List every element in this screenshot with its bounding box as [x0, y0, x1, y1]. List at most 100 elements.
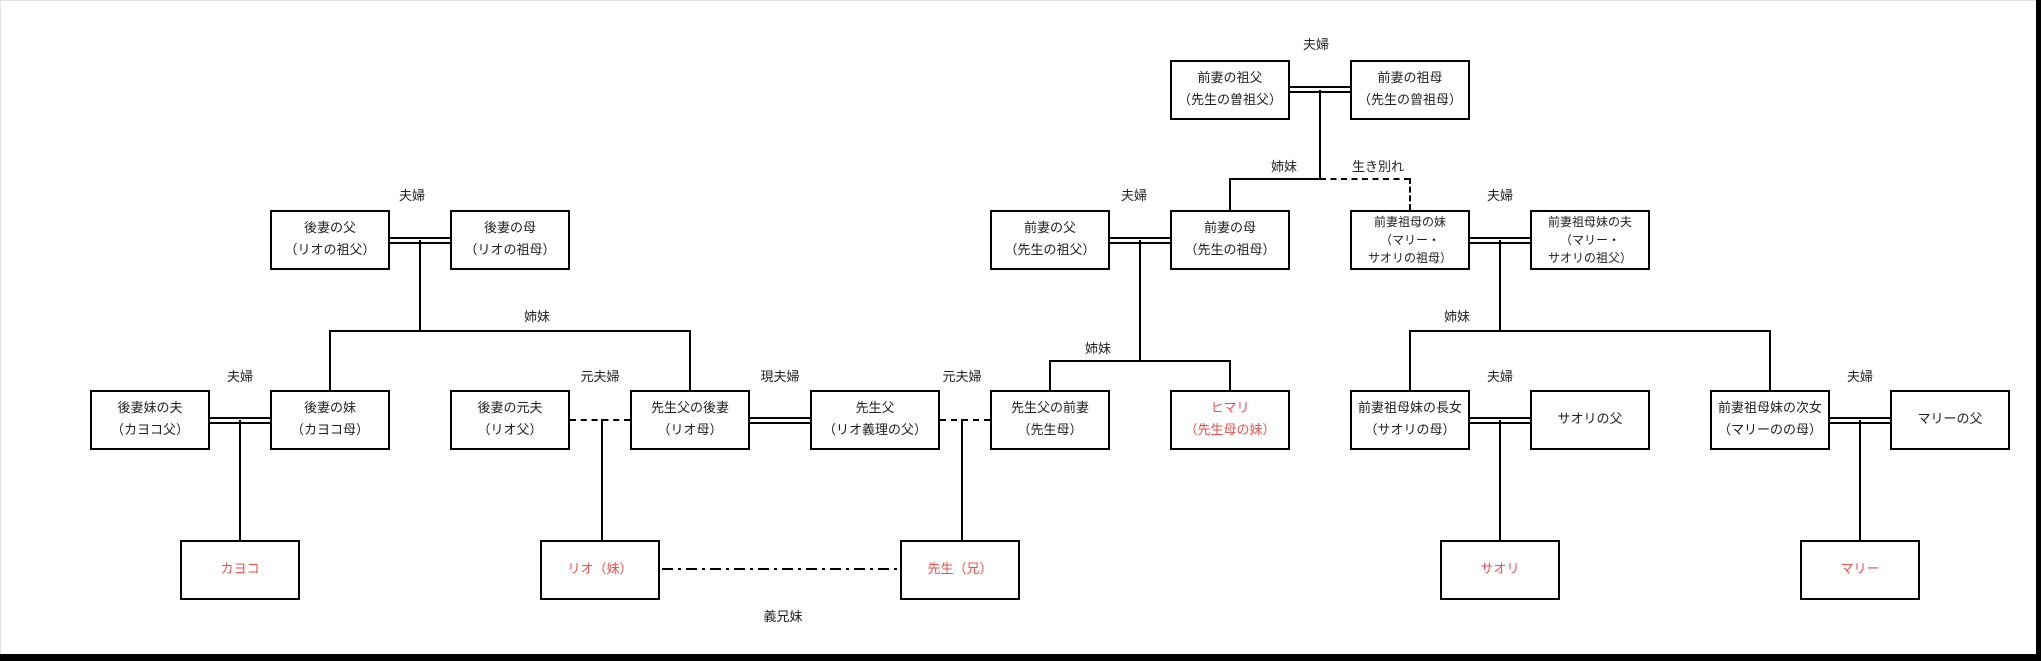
node-line: （カヨコ母）	[290, 423, 369, 438]
node-line: （リオ義理の父）	[822, 423, 927, 438]
node-line: サオリの祖母）	[1367, 251, 1452, 265]
edge-label-gen-fufu: 現夫婦	[760, 370, 800, 385]
node-sensei-chichi-no-zensai[interactable]: 先生父の前妻 （先生母）	[990, 390, 1110, 450]
node-saori-no-chichi[interactable]: サオリの父	[1530, 390, 1650, 450]
node-zensai-sobo-imouto-no-jijo[interactable]: 前妻祖母妹の次女 （マリーのの母）	[1710, 390, 1830, 450]
edge-label-gikyodai: 義兄妹	[763, 610, 803, 625]
connector-to-sensei-haha	[1049, 360, 1051, 390]
node-line: サオリの父	[1557, 412, 1623, 427]
node-line: （マリーのの母）	[1717, 423, 1822, 438]
node-line: 前妻祖母妹の長女	[1357, 401, 1462, 416]
node-line: 前妻祖母妹の夫	[1547, 215, 1632, 229]
connector-gosai-sibling-line	[329, 330, 691, 332]
sheet-bottom-border	[0, 654, 2041, 661]
sheet-right-border	[2036, 0, 2041, 661]
connector-top-split-right-dashed	[1320, 178, 1410, 180]
node-gosai-no-chichi[interactable]: 後妻の父 （リオの祖父）	[270, 210, 390, 270]
edge-label-shimai-migi: 姉妹	[1443, 310, 1471, 325]
connector-to-himari	[1229, 360, 1231, 390]
connector-to-saori	[1499, 420, 1501, 540]
node-sensei-chichi-no-gosai[interactable]: 先生父の後妻 （リオ母）	[630, 390, 750, 450]
edge-label-shimai-gosai: 姉妹	[523, 310, 551, 325]
connector-to-sensei	[961, 419, 963, 540]
node-line: （リオの祖母）	[464, 243, 556, 258]
sheet-left-hairline	[0, 0, 1, 661]
node-line: （先生の祖父）	[1004, 243, 1096, 258]
node-zensai-sobo-no-imouto[interactable]: 前妻祖母の妹 （マリー・ サオリの祖母）	[1350, 210, 1470, 270]
node-line: （リオの祖父）	[284, 243, 376, 258]
node-mari-no-chichi[interactable]: マリーの父	[1890, 390, 2010, 450]
node-line: （リオ父）	[477, 423, 543, 438]
edge-label-shimai-top: 姉妹	[1270, 160, 1298, 175]
edge-label-moto-fufu-right: 元夫婦	[942, 370, 982, 385]
node-zensai-no-chichi[interactable]: 前妻の父 （先生の祖父）	[990, 210, 1110, 270]
connector-to-rio	[601, 419, 603, 540]
edge-label-fufu-gosai-parents: 夫婦	[398, 189, 426, 204]
connector-exmarriage-left	[570, 419, 630, 421]
node-saori[interactable]: サオリ	[1440, 540, 1560, 600]
node-line: 後妻の父	[303, 221, 356, 236]
node-line: （サオリの母）	[1364, 423, 1456, 438]
connector-migi-sibling-line	[1409, 330, 1771, 332]
edge-label-moto-fufu-left: 元夫婦	[580, 370, 620, 385]
connector-step-sibling	[662, 568, 900, 570]
edge-label-fufu-chojo: 夫婦	[1486, 370, 1514, 385]
node-kayoko[interactable]: カヨコ	[180, 540, 300, 600]
edge-label-fufu-zensai-parents: 夫婦	[1120, 189, 1148, 204]
connector-to-chojo	[1409, 330, 1411, 390]
node-mari[interactable]: マリー	[1800, 540, 1920, 600]
node-gosai-no-haha[interactable]: 後妻の母 （リオの祖母）	[450, 210, 570, 270]
connector-gosai-parents-down	[419, 240, 421, 330]
node-line: （カヨコ父）	[110, 423, 189, 438]
node-line: 先生（兄）	[927, 562, 993, 577]
connector-grandparents-down	[1319, 90, 1321, 178]
connector-to-zensai-haha	[1229, 178, 1231, 210]
node-line: 前妻祖母の妹	[1373, 215, 1446, 229]
connector-marriage-gen-fufu	[750, 417, 810, 424]
node-zensai-no-sofu[interactable]: 前妻の祖父 （先生の曽祖父）	[1170, 60, 1290, 120]
node-line: マリー	[1840, 562, 1880, 577]
node-gosai-no-motootto[interactable]: 後妻の元夫 （リオ父）	[450, 390, 570, 450]
node-gosai-no-imouto[interactable]: 後妻の妹 （カヨコ母）	[270, 390, 390, 450]
node-line: サオリ	[1480, 562, 1520, 577]
node-sensei[interactable]: 先生（兄）	[900, 540, 1020, 600]
node-zensai-sobo-imouto-no-chojo[interactable]: 前妻祖母妹の長女 （サオリの母）	[1350, 390, 1470, 450]
connector-top-split-left	[1229, 178, 1321, 180]
node-zensai-no-haha[interactable]: 前妻の母 （先生の祖母）	[1170, 210, 1290, 270]
node-line: 後妻の妹	[303, 401, 356, 416]
connector-to-mari	[1859, 420, 1861, 540]
connector-to-kayoko	[239, 420, 241, 540]
connector-to-sensei-chichi-gosai	[689, 330, 691, 390]
edge-label-fufu-jijo: 夫婦	[1846, 370, 1874, 385]
node-zensai-no-sobo[interactable]: 前妻の祖母 （先生の曾祖母）	[1350, 60, 1470, 120]
node-zensai-sobo-imouto-no-otto[interactable]: 前妻祖母妹の夫 （マリー・ サオリの祖父）	[1530, 210, 1650, 270]
node-himari[interactable]: ヒマリ （先生母の妹）	[1170, 390, 1290, 450]
node-line: （先生の曾祖母）	[1357, 93, 1462, 108]
node-line: （マリー・	[1559, 233, 1620, 247]
node-sensei-chichi[interactable]: 先生父 （リオ義理の父）	[810, 390, 940, 450]
node-line: （先生母）	[1017, 423, 1083, 438]
connector-sobo-imouto-down	[1499, 240, 1501, 330]
edge-label-fufu-sobo-imouto: 夫婦	[1486, 189, 1514, 204]
connector-zensai-parents-down	[1139, 240, 1141, 360]
node-line: 前妻の祖母	[1377, 71, 1443, 86]
node-line: サオリの祖父）	[1547, 251, 1632, 265]
connector-to-sobo-imouto-dashed	[1409, 178, 1411, 210]
node-line: （先生母の妹）	[1184, 423, 1276, 438]
edge-label-fufu-grandparents: 夫婦	[1302, 38, 1330, 53]
node-gosai-imouto-no-otto[interactable]: 後妻妹の夫 （カヨコ父）	[90, 390, 210, 450]
node-line: ヒマリ	[1210, 401, 1250, 416]
node-line: 後妻の母	[483, 221, 536, 236]
node-line: 後妻妹の夫	[117, 401, 183, 416]
node-line: 前妻の母	[1203, 221, 1256, 236]
node-line: 後妻の元夫	[477, 401, 543, 416]
node-rio[interactable]: リオ（妹）	[540, 540, 660, 600]
edge-label-shimai-sensei-haha: 姉妹	[1084, 342, 1112, 357]
node-line: リオ（妹）	[567, 562, 633, 577]
node-line: 前妻の祖父	[1197, 71, 1263, 86]
node-line: 前妻祖母妹の次女	[1717, 401, 1822, 416]
node-line: 前妻の父	[1023, 221, 1076, 236]
node-line: カヨコ	[220, 562, 260, 577]
edge-label-ikiwakare: 生き別れ	[1351, 160, 1405, 175]
